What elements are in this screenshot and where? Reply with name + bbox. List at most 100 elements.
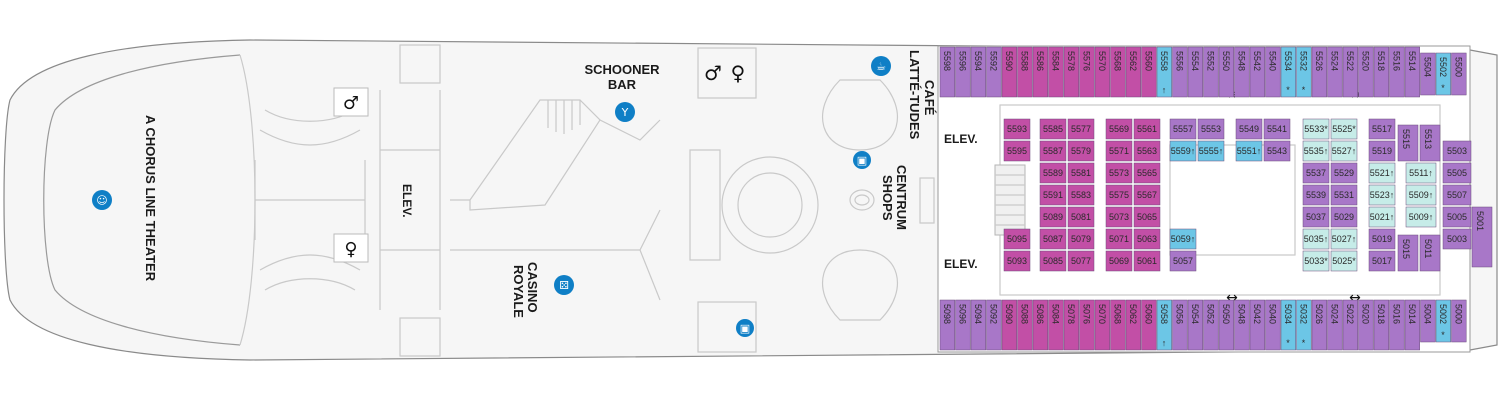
cabin[interactable]: [1263, 140, 1291, 162]
cabin[interactable]: [1203, 299, 1219, 351]
cabin[interactable]: [1197, 140, 1225, 162]
cabin[interactable]: [1397, 124, 1419, 162]
cabin[interactable]: [1039, 206, 1067, 228]
cabin[interactable]: [1063, 46, 1079, 98]
theater-masks-icon[interactable]: ☺: [92, 190, 112, 210]
cabin[interactable]: [1265, 299, 1281, 351]
cabin[interactable]: [1048, 46, 1064, 98]
cabin[interactable]: [1405, 206, 1437, 228]
cabin[interactable]: [1197, 118, 1225, 140]
cabin[interactable]: [1442, 184, 1472, 206]
cabin[interactable]: [1368, 118, 1396, 140]
cabin[interactable]: [986, 46, 1002, 98]
cabin[interactable]: [1435, 52, 1451, 96]
cabin[interactable]: [1368, 228, 1396, 250]
cabin[interactable]: [1330, 250, 1358, 272]
cabin[interactable]: [1389, 299, 1405, 351]
dice-icon[interactable]: ⚄: [554, 275, 574, 295]
cabin[interactable]: [1067, 140, 1095, 162]
atm-icon[interactable]: ▣: [736, 319, 754, 337]
cabin[interactable]: [1302, 184, 1330, 206]
cabin[interactable]: [1302, 250, 1330, 272]
cabin[interactable]: [939, 299, 955, 351]
coffee-icon[interactable]: ☕: [871, 56, 891, 76]
cabin[interactable]: [1249, 299, 1265, 351]
cabin[interactable]: [1218, 299, 1234, 351]
cabin[interactable]: [1105, 184, 1133, 206]
cabin[interactable]: [1471, 206, 1493, 268]
cabin[interactable]: [1373, 299, 1389, 351]
cabin[interactable]: [1048, 299, 1064, 351]
cabin[interactable]: [1296, 46, 1312, 98]
cabin[interactable]: [1404, 299, 1420, 351]
cabin[interactable]: [1358, 299, 1374, 351]
cabin[interactable]: [1442, 140, 1472, 162]
cabin[interactable]: [1133, 206, 1161, 228]
cabin[interactable]: [1105, 250, 1133, 272]
cabin[interactable]: [1330, 228, 1358, 250]
cabin[interactable]: [955, 46, 971, 98]
cabin[interactable]: [1001, 299, 1017, 351]
cabin[interactable]: [1342, 46, 1358, 98]
cabin[interactable]: [1133, 184, 1161, 206]
cabin[interactable]: [1133, 250, 1161, 272]
cabin[interactable]: [1141, 299, 1157, 351]
cabin[interactable]: [1172, 299, 1188, 351]
cabin[interactable]: [1330, 162, 1358, 184]
cabin[interactable]: [1003, 140, 1031, 162]
cabin[interactable]: [1187, 299, 1203, 351]
cabin[interactable]: [939, 46, 955, 98]
cabin[interactable]: [1063, 299, 1079, 351]
cabin[interactable]: [1327, 299, 1343, 351]
cabin[interactable]: [1280, 299, 1296, 351]
cabin[interactable]: [1368, 250, 1396, 272]
cabin[interactable]: [1133, 228, 1161, 250]
cabin[interactable]: [1067, 228, 1095, 250]
cabin[interactable]: [1368, 162, 1396, 184]
cabin[interactable]: [1442, 162, 1472, 184]
cabin[interactable]: [1330, 184, 1358, 206]
cabin[interactable]: [1330, 206, 1358, 228]
cabin[interactable]: [1311, 299, 1327, 351]
cabin[interactable]: [1067, 184, 1095, 206]
cabin[interactable]: [1405, 162, 1437, 184]
cabin[interactable]: [1187, 46, 1203, 98]
cabin[interactable]: [1105, 162, 1133, 184]
cabin[interactable]: [1133, 118, 1161, 140]
cabin[interactable]: [1133, 162, 1161, 184]
cabin[interactable]: [1169, 228, 1197, 250]
cabin[interactable]: [1079, 46, 1095, 98]
cabin[interactable]: [1419, 234, 1441, 272]
cabin[interactable]: [1017, 299, 1033, 351]
cabin[interactable]: [1172, 46, 1188, 98]
cabin[interactable]: [1302, 228, 1330, 250]
cabin[interactable]: [1003, 250, 1031, 272]
cabin[interactable]: [1342, 299, 1358, 351]
cabin[interactable]: [1125, 46, 1141, 98]
cabin[interactable]: [1105, 228, 1133, 250]
cabin[interactable]: [1067, 118, 1095, 140]
cabin[interactable]: [1311, 46, 1327, 98]
cabin[interactable]: [1032, 299, 1048, 351]
cabin[interactable]: [1067, 206, 1095, 228]
cabin[interactable]: [1094, 46, 1110, 98]
cabin[interactable]: [1125, 299, 1141, 351]
cabin[interactable]: [1302, 206, 1330, 228]
cabin[interactable]: [1141, 46, 1157, 98]
cabin[interactable]: [1110, 299, 1126, 351]
cabin[interactable]: [1435, 299, 1451, 343]
cabin[interactable]: [1017, 46, 1033, 98]
cabin[interactable]: [1280, 46, 1296, 98]
cabin[interactable]: [970, 46, 986, 98]
cabin[interactable]: [1105, 206, 1133, 228]
cabin[interactable]: [1067, 162, 1095, 184]
cabin[interactable]: [986, 299, 1002, 351]
cabin[interactable]: [1368, 140, 1396, 162]
cabin[interactable]: [1169, 250, 1197, 272]
cabin[interactable]: [1079, 299, 1095, 351]
cabin[interactable]: [1003, 228, 1031, 250]
cabin[interactable]: [1039, 250, 1067, 272]
cabin[interactable]: [1397, 234, 1419, 272]
cabin[interactable]: [1420, 52, 1436, 96]
cabin[interactable]: [1039, 118, 1067, 140]
